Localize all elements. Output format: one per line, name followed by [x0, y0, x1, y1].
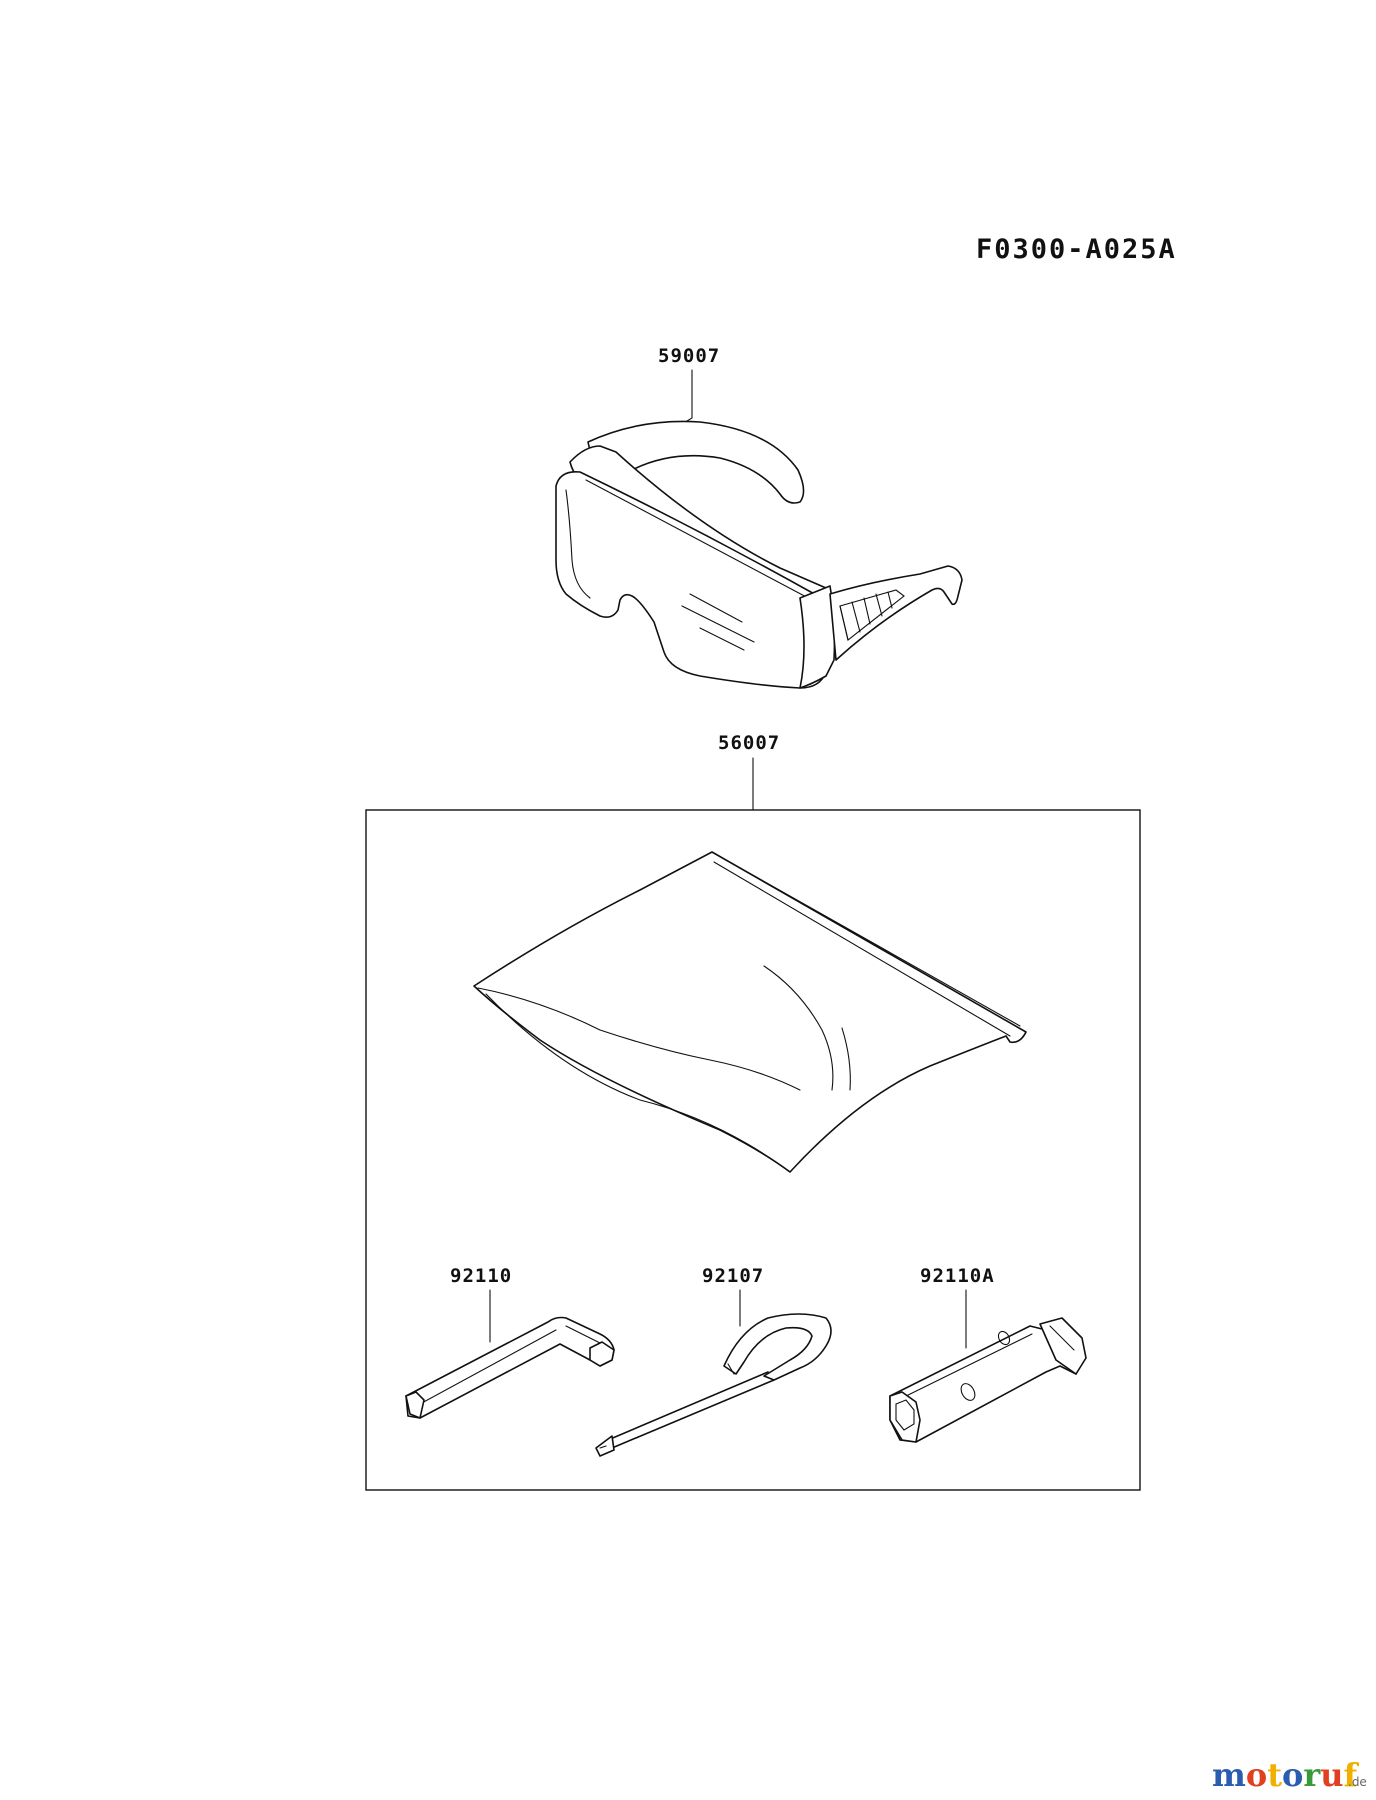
part-59007-group: 59007 — [555, 345, 963, 689]
tool-bag-icon — [473, 851, 1027, 1173]
part-number-92110: 92110 — [450, 1265, 512, 1287]
watermark-letter-6: u — [1320, 1756, 1343, 1794]
watermark-letter-3: t — [1267, 1756, 1282, 1794]
watermark-letter-1: m — [1212, 1756, 1246, 1794]
leader-line-59007 — [681, 369, 693, 425]
motoruf-watermark-logo: motoruf .de — [1212, 1756, 1367, 1794]
svg-text:motoruf: motoruf — [1212, 1756, 1359, 1794]
diagram-code: F0300-A025A — [976, 234, 1177, 265]
part-92110-group: 92110 — [405, 1265, 615, 1419]
safety-glasses-icon — [555, 420, 963, 689]
tool-kit-frame — [365, 809, 1141, 1491]
watermark-letter-2: o — [1246, 1756, 1267, 1794]
watermark-letter-7: f — [1343, 1756, 1359, 1794]
screwdriver-icon — [595, 1313, 832, 1457]
part-number-56007: 56007 — [718, 732, 780, 754]
part-56007-group: 56007 92110 92107 — [365, 732, 1141, 1491]
watermark-suffix: .de — [1348, 1775, 1367, 1789]
part-92110A-group: 92110A — [889, 1265, 1087, 1443]
watermark-letter-5: r — [1303, 1756, 1321, 1794]
part-number-92107: 92107 — [702, 1265, 764, 1287]
hex-key-icon — [405, 1316, 615, 1419]
part-number-92110A: 92110A — [920, 1265, 995, 1287]
spark-plug-wrench-icon — [889, 1317, 1087, 1443]
watermark-letter-4: o — [1282, 1756, 1303, 1794]
part-92107-group: 92107 — [595, 1265, 832, 1457]
part-number-59007: 59007 — [658, 345, 720, 367]
